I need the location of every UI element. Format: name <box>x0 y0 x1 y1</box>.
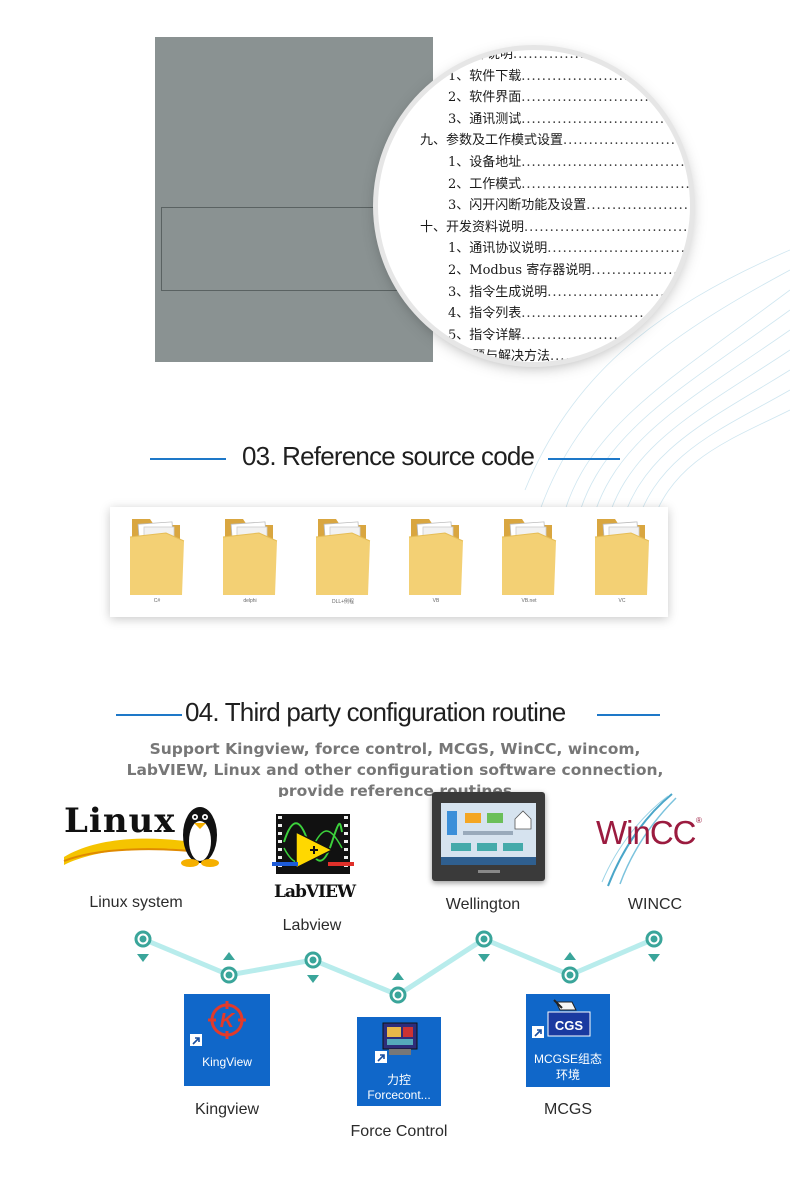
wincc-logo: WinCC ® <box>590 792 710 888</box>
hmi-brand-strip <box>478 870 500 873</box>
shortcut-arrow-icon <box>532 1026 544 1038</box>
folder-item[interactable]: DLL+例程 <box>308 515 378 605</box>
support-line-1: Support Kingview, force control, MCGS, W… <box>149 740 641 758</box>
manual-cover-frame <box>161 207 403 291</box>
connector-diagram <box>134 930 663 1004</box>
section3-title: 03. Reference source code <box>242 441 535 471</box>
forcecontrol-icon-text-1: 力控 <box>386 1073 411 1087</box>
kingview-icon-text: KingView <box>202 1055 252 1069</box>
label-wellington: Wellington <box>445 896 521 913</box>
shortcut-arrow-icon <box>375 1051 387 1063</box>
section3-line-left <box>150 458 226 460</box>
forcecontrol-icon-text-2: Forcecont... <box>367 1088 431 1102</box>
folder-item[interactable]: delphi <box>215 515 285 604</box>
arrow-down-icon <box>137 954 149 962</box>
forcecontrol-app-icon[interactable]: 力控 Forcecont... <box>357 1017 441 1106</box>
svg-text:K: K <box>220 1010 236 1032</box>
folder-icon <box>408 519 464 595</box>
arrow-down-icon <box>648 954 660 962</box>
toc-entry: 1、通讯协议说明................................… <box>448 241 690 257</box>
toc-entry: 、软件说明...................................… <box>448 50 690 62</box>
arrow-up-icon <box>223 952 235 960</box>
folder-icon <box>594 519 650 595</box>
label-wincc: WINCC <box>627 896 683 913</box>
toc-entry: 3、通讯测试..................................… <box>448 111 690 127</box>
arrow-up-icon <box>392 972 404 980</box>
wellington-hmi-device <box>432 792 545 881</box>
linux-logo: Linux <box>60 795 230 875</box>
label-linux: Linux system <box>89 894 183 911</box>
folder-item[interactable]: VB.net <box>494 515 564 604</box>
magnifier-lens: 、软件说明...................................… <box>378 50 690 362</box>
labview-logo: LabVIEW <box>272 812 356 908</box>
folder-label: VB.net <box>521 598 537 604</box>
folder-icon <box>129 519 185 595</box>
mcgs-icon-text-2: 环境 <box>555 1068 580 1082</box>
kingview-app-icon[interactable]: K KingView <box>184 994 270 1086</box>
section3-line-right <box>548 458 620 460</box>
folder-item[interactable]: VB <box>401 515 471 604</box>
svg-text:CGS: CGS <box>555 1018 584 1033</box>
toc-entry: 3、闪开闪断功能及设置.............................… <box>448 198 690 214</box>
label-mcgs: MCGS <box>544 1101 592 1118</box>
toc-entry: 十、开发资料说明................................… <box>420 219 690 235</box>
toc-entry: 2、Modbus 寄存器说明..........................… <box>448 263 690 278</box>
folder-icon <box>501 519 557 595</box>
folder-label: delphi <box>243 598 257 604</box>
arrow-up-icon <box>564 952 576 960</box>
forcecontrol-logo-icon <box>382 1022 418 1055</box>
folder-label: VB <box>432 598 440 604</box>
section4-line-left <box>116 714 182 716</box>
support-line-2: LabVIEW, Linux and other configuration s… <box>126 761 664 779</box>
toc-entry: 、常见问题与解决方法..............................… <box>420 349 690 362</box>
labview-wordmark: LabVIEW <box>274 882 356 902</box>
kingview-logo-icon: K <box>208 1001 246 1039</box>
wave-background <box>524 249 790 530</box>
folder-label: VC <box>618 598 626 604</box>
mcgs-logo-icon: CGS <box>547 999 591 1037</box>
toc-entry: 2、软件界面..................................… <box>448 90 690 106</box>
linux-wordmark: Linux <box>64 801 176 841</box>
section4-line-right <box>597 714 660 716</box>
folder-item[interactable]: C# <box>122 515 192 604</box>
label-forcecontrol: Force Control <box>350 1123 448 1140</box>
toc-entry: 1、设备地址..................................… <box>448 155 690 170</box>
folder-icon <box>315 519 371 595</box>
hmi-screen <box>441 803 536 865</box>
folder-label: C# <box>153 598 161 604</box>
toc-entry: 3、指令生成说明................................… <box>448 284 690 300</box>
toc-entry: 1、软件下载..................................… <box>448 68 690 84</box>
toc-entry: 2、工作模式..................................… <box>448 176 690 192</box>
folder-label: DLL+例程 <box>331 599 355 605</box>
toc-entry: 5、指令详解..................................… <box>448 327 690 343</box>
table-of-contents: 、软件说明...................................… <box>378 50 690 362</box>
label-labview: Labview <box>282 917 342 934</box>
folder-item[interactable]: VC <box>587 515 657 604</box>
wincc-wordmark: WinCC <box>596 814 696 851</box>
toc-entry: 4、指令列表..................................… <box>448 306 690 322</box>
support-description: Support Kingview, force control, MCGS, W… <box>95 739 695 797</box>
mcgs-icon-text-1: MCGSE组态 <box>533 1052 602 1066</box>
shortcut-arrow-icon <box>190 1034 202 1046</box>
label-kingview: Kingview <box>194 1101 260 1118</box>
toc-entry: 九、参数及工作模式设置.............................… <box>420 133 690 149</box>
arrow-down-icon <box>478 954 490 962</box>
folder-icon <box>222 519 278 595</box>
arrow-down-icon <box>307 975 319 983</box>
section4-title: 04. Third party configuration routine <box>185 697 566 727</box>
registered-mark-icon: ® <box>696 816 702 825</box>
source-folder-strip: C# delphi DLL+例程 VB VB.net VC <box>110 507 668 617</box>
mcgs-app-icon[interactable]: CGS MCGSE组态 环境 <box>526 994 610 1087</box>
